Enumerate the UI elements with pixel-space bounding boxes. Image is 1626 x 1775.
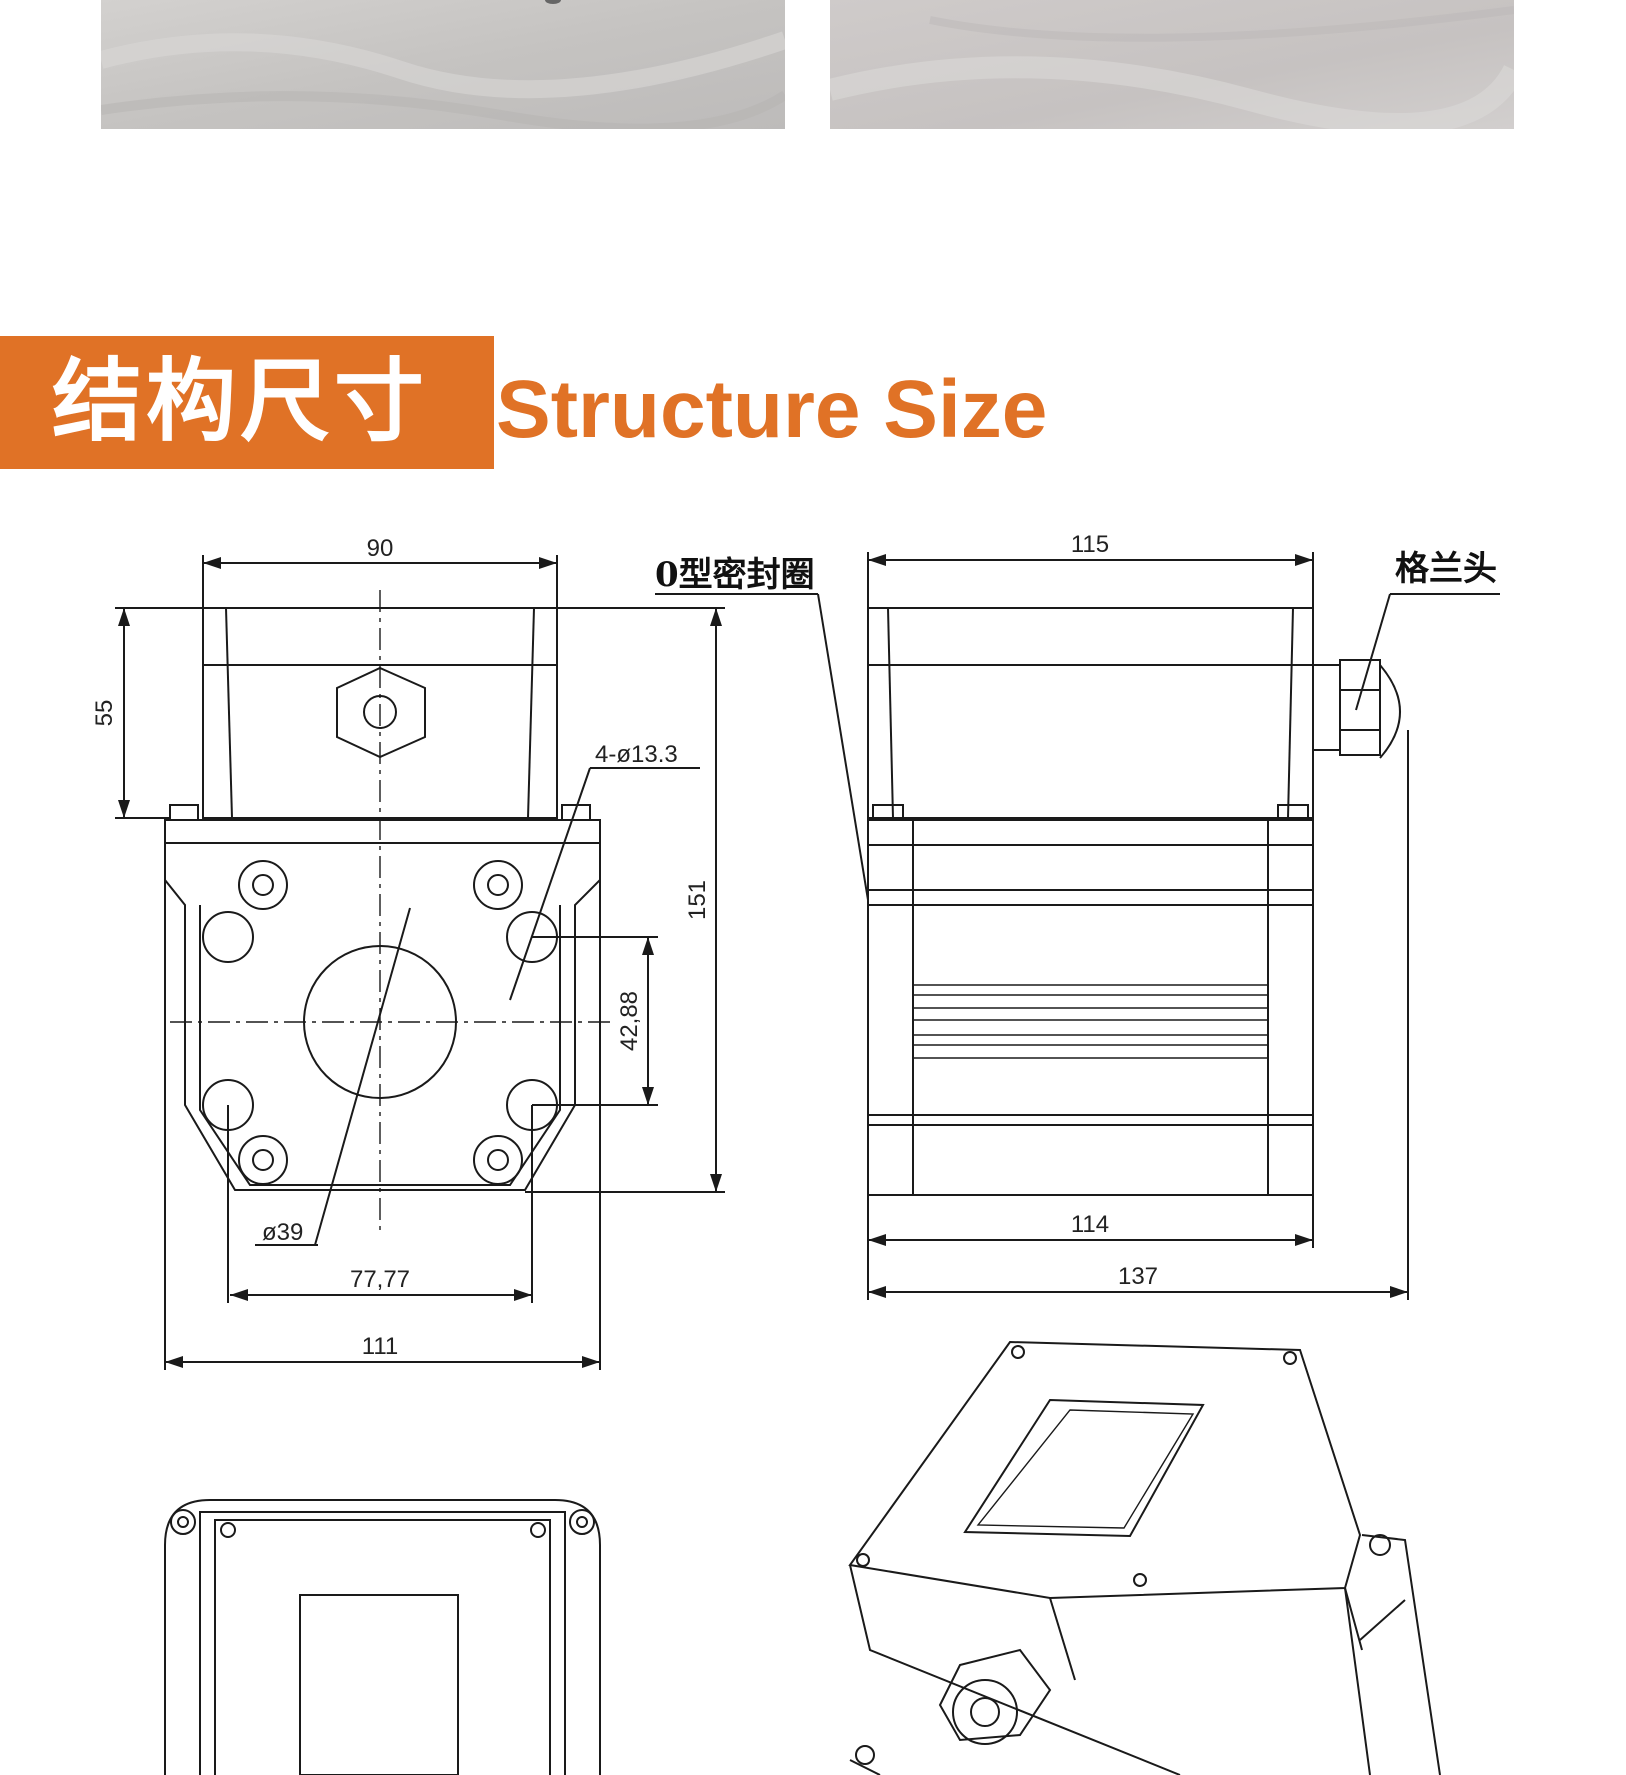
section-title-en: Structure Size: [496, 364, 1048, 455]
dim-hole-spec: 4-ø13.3: [595, 741, 678, 768]
side-view: [655, 552, 1500, 1300]
dim-front-cover-height: 55: [91, 700, 118, 727]
label-gland: 格兰头: [1395, 549, 1497, 589]
dim-center-dia: ø39: [262, 1219, 303, 1246]
dim-side-total-width: 137: [1118, 1263, 1158, 1290]
product-photo-left: [101, 0, 785, 129]
structure-drawing: 90 55 4-ø13.3 151 42,88 ø39 77,77 111 0型…: [91, 531, 1500, 1775]
dimension-labels: 90 55 4-ø13.3 151 42,88 ø39 77,77 111 0型…: [91, 531, 1497, 1360]
top-view: [164, 1499, 601, 1775]
dim-side-top-width: 115: [1071, 531, 1109, 558]
product-photo-right: [830, 0, 1514, 129]
dim-hole-pitch-v: 42,88: [616, 991, 643, 1051]
dim-total-height: 151: [684, 880, 711, 920]
isometric-view: [848, 1340, 1441, 1775]
dim-front-base-width: 111: [362, 1333, 398, 1360]
label-oring: 0型密封圈: [655, 555, 815, 595]
dim-side-base-width: 114: [1071, 1211, 1109, 1238]
front-view: [115, 555, 725, 1370]
section-title-cn: 结构尺寸: [52, 349, 428, 454]
dim-front-top-width: 90: [367, 535, 394, 562]
section-header-band: [0, 336, 494, 469]
dim-hole-pitch-h: 77,77: [350, 1266, 410, 1293]
